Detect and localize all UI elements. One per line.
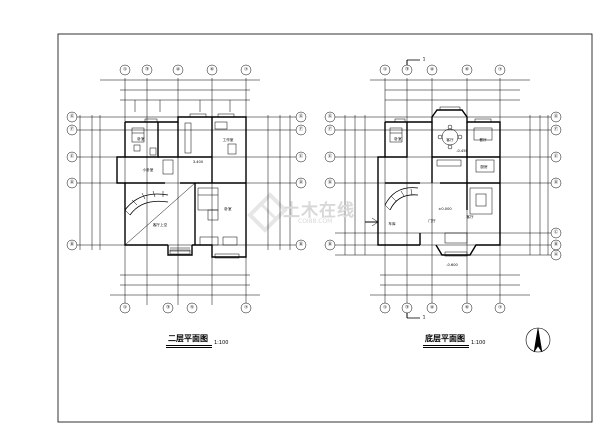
right-axis-top-4: ⑥ xyxy=(465,67,469,73)
right-axis-top-5: ⑦ xyxy=(498,67,502,73)
right-dim-minus-600: -0.600 xyxy=(446,263,458,267)
right-room-living: 客厅 xyxy=(446,137,454,142)
left-axis-left-2: Ⓕ xyxy=(70,126,75,133)
drawing-frame xyxy=(57,33,593,423)
watermark-logo-icon xyxy=(247,192,288,233)
right-axis-bubbles xyxy=(324,64,562,314)
right-axis-right-6: Ⓑ xyxy=(554,241,559,248)
north-arrow-icon xyxy=(525,327,551,353)
left-plan-title: 二层平面图 xyxy=(168,334,208,343)
right-axis-left-4: Ⓓ xyxy=(328,179,333,186)
right-axis-right-5: Ⓒ xyxy=(554,229,559,236)
right-axis-right-7: Ⓐ xyxy=(554,251,559,258)
right-axis-bottom-4: ⑥ xyxy=(465,305,469,311)
right-axis-right-1: Ⓖ xyxy=(554,113,559,120)
left-axis-left-1: Ⓖ xyxy=(70,113,75,120)
section-mark-bottom: 1 xyxy=(423,315,426,321)
left-axis-right-5: Ⓑ xyxy=(299,241,304,248)
watermark-sub: COI88.COM xyxy=(298,218,333,225)
left-axis-top-1: ① xyxy=(123,67,127,73)
right-axis-bottom-3: ④ xyxy=(430,305,434,311)
left-room-bedroom-1: 卧室 xyxy=(137,136,145,141)
right-axis-top-2: ③ xyxy=(405,67,409,73)
right-axis-top-1: ① xyxy=(383,67,387,73)
right-room-living-2: 客厅 xyxy=(466,214,474,219)
left-axis-left-4: Ⓓ xyxy=(70,179,75,186)
left-axis-top-3: ④ xyxy=(176,67,180,73)
right-room-bedroom: 卧室 xyxy=(394,136,402,141)
left-axis-bottom-4: ⑦ xyxy=(244,305,248,311)
right-room-dining: 餐厅 xyxy=(479,137,487,142)
left-axis-right-4: Ⓓ xyxy=(299,179,304,186)
right-axis-left-1: Ⓖ xyxy=(328,113,333,120)
right-room-kitchen: 厨房 xyxy=(480,164,488,169)
left-axis-bottom-1: ① xyxy=(123,305,127,311)
right-axis-right-3: Ⓔ xyxy=(554,153,559,160)
right-axis-left-3: Ⓔ xyxy=(328,153,333,160)
right-plan-details xyxy=(365,59,495,319)
left-axis-left-3: Ⓔ xyxy=(70,153,75,160)
right-axis-right-4: Ⓓ xyxy=(554,179,559,186)
left-plan-scale: 1:100 xyxy=(214,340,229,346)
right-plan xyxy=(335,78,555,305)
right-axis-bottom-5: ⑦ xyxy=(498,305,502,311)
right-dim-minus-450: -0.450 xyxy=(456,149,468,153)
left-axis-right-3: Ⓔ xyxy=(299,153,304,160)
right-room-hall: 门厅 xyxy=(428,218,436,223)
left-axis-right-1: Ⓖ xyxy=(299,113,304,120)
right-axis-left-2: Ⓕ xyxy=(328,126,333,133)
left-axis-top-2: ③ xyxy=(145,67,149,73)
left-dim-elevation: 3.400 xyxy=(193,160,204,164)
right-room-garage: 车库 xyxy=(388,221,396,226)
left-axis-right-2: Ⓕ xyxy=(299,126,304,133)
left-plan-details xyxy=(124,100,240,259)
left-title-underline-thin xyxy=(166,347,212,348)
right-plan-title: 底层平面图 xyxy=(425,334,465,343)
right-axis-bottom-1: ① xyxy=(383,305,387,311)
right-plan-scale: 1:100 xyxy=(471,340,486,346)
left-axis-top-4: ⑥ xyxy=(210,67,214,73)
right-title-underline-thin xyxy=(423,347,469,348)
left-room-small-bedroom: 小卧室 xyxy=(143,167,154,172)
left-axis-bubbles xyxy=(66,64,307,314)
left-room-bedroom-2: 卧室 xyxy=(224,206,232,211)
right-axis-bottom-2: ③ xyxy=(405,305,409,311)
left-axis-left-5: Ⓑ xyxy=(70,241,75,248)
left-room-void: 客厅上空 xyxy=(153,222,168,227)
watermark-text: 土木在线 xyxy=(283,201,355,221)
right-title-underline xyxy=(423,345,469,346)
left-axis-top-5: ⑦ xyxy=(244,67,248,73)
right-axis-top-3: ④ xyxy=(430,67,434,73)
right-dim-zero: ±0.000 xyxy=(438,207,452,211)
left-title-underline xyxy=(166,345,212,346)
section-mark-top: 1 xyxy=(423,57,426,63)
left-axis-bottom-2: ③ xyxy=(166,305,170,311)
right-axis-right-2: Ⓕ xyxy=(554,126,559,133)
left-room-study: 工作室 xyxy=(223,137,234,142)
left-axis-bottom-3: ⑤ xyxy=(190,305,194,311)
left-plan xyxy=(76,78,300,305)
right-axis-left-5: Ⓑ xyxy=(328,241,333,248)
